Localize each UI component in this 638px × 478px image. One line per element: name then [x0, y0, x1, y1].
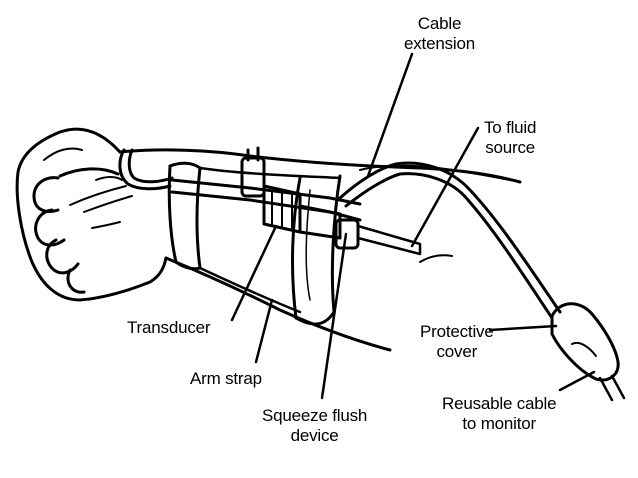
label-arm-strap: Arm strap — [190, 369, 262, 388]
label-transducer: Transducer — [127, 318, 211, 337]
leader-arm-strap — [254, 298, 274, 364]
transducer-assembly — [170, 146, 422, 256]
arm-strap — [167, 161, 342, 326]
catheter — [118, 148, 174, 191]
leader-transducer — [230, 224, 278, 322]
leader-protective-cover — [488, 324, 558, 332]
leader-squeeze-flush — [320, 232, 348, 400]
label-reusable-cable: Reusable cable to monitor — [442, 394, 557, 433]
label-cable-extension: Cable extension — [404, 14, 475, 53]
label-protective-cover: Protective cover — [420, 322, 494, 361]
reusable-cable — [598, 374, 626, 402]
leader-to-fluid-source — [410, 126, 480, 248]
label-to-fluid-source: To fluid source — [484, 118, 537, 157]
leader-cable-extension — [366, 52, 414, 178]
hand — [15, 127, 168, 302]
leader-reusable-cable — [558, 370, 596, 392]
leader-lines — [230, 52, 596, 400]
tubing — [338, 161, 562, 320]
protective-cover — [550, 302, 620, 382]
label-squeeze-flush: Squeeze flush device — [262, 406, 368, 445]
